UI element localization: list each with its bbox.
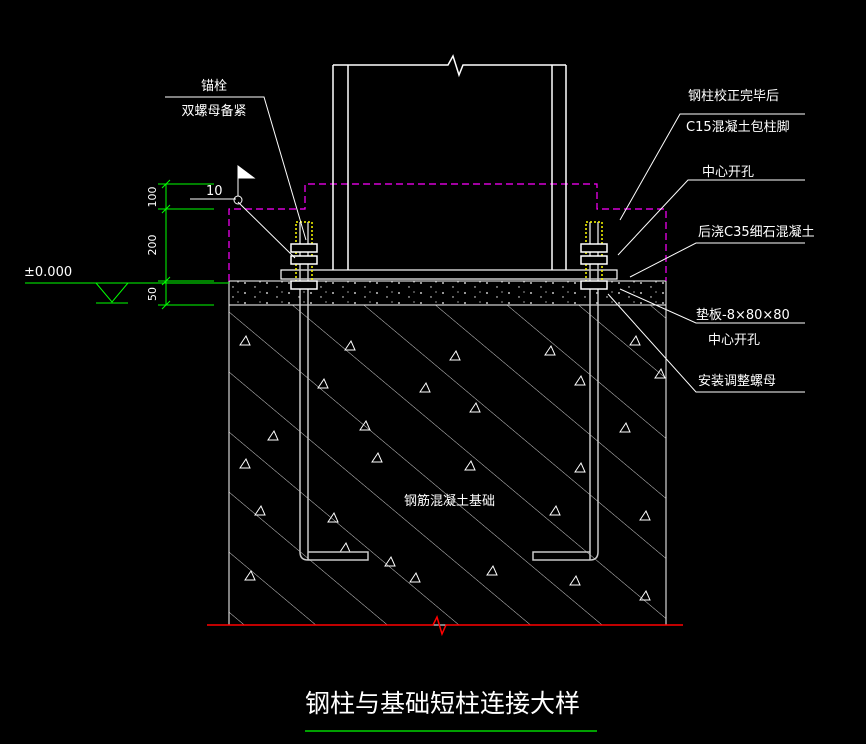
anchor-bolt-left xyxy=(290,221,369,561)
base-plate xyxy=(280,269,618,280)
leader-lines xyxy=(165,96,805,393)
label-center-hole-bottom: 中心开孔 xyxy=(708,333,760,348)
label-anchor-bolt: 锚栓 xyxy=(201,79,227,94)
label-double-nut: 双螺母备紧 xyxy=(181,103,246,119)
dim-50: 50 xyxy=(146,287,159,301)
slope-symbol xyxy=(190,165,256,205)
label-foundation: 钢筋混凝土基础 xyxy=(404,493,495,509)
elevation-label: ±0.000 xyxy=(24,265,72,280)
foundation-block xyxy=(228,304,667,626)
dimension-chain xyxy=(158,179,214,310)
label-shim-plate: 垫板-8×80×80 xyxy=(696,307,790,323)
label-encase-line2: C15混凝土包柱脚 xyxy=(686,119,790,135)
slope-value: 10 xyxy=(206,184,223,199)
dim-200: 200 xyxy=(146,235,159,256)
anchor-bolt-right xyxy=(532,221,608,561)
drawing-title: 钢柱与基础短柱连接大样 xyxy=(305,689,580,718)
encasement-outline xyxy=(228,183,667,281)
elevation-mark xyxy=(25,282,229,304)
label-adjust-nut: 安装调整螺母 xyxy=(698,374,776,389)
steel-column xyxy=(332,54,567,270)
dim-100: 100 xyxy=(146,187,159,208)
break-line xyxy=(207,614,683,637)
label-grout: 后浇C35细石混凝土 xyxy=(698,224,815,240)
label-encase-line1: 钢柱校正完毕后 xyxy=(688,88,779,104)
label-center-hole-top: 中心开孔 xyxy=(702,165,754,180)
